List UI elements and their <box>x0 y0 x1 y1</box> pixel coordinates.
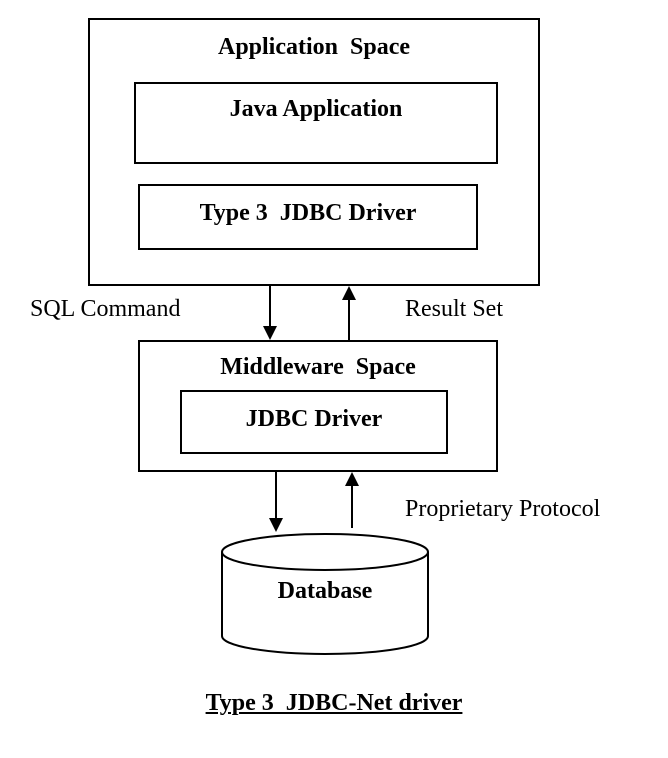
middleware-space-title: Middleware Space <box>220 354 416 380</box>
jdbc-driver-box: JDBC Driver <box>180 390 448 454</box>
result-set-label: Result Set <box>405 296 504 322</box>
proprietary-protocol-label: Proprietary Protocol <box>405 496 601 522</box>
database-to-middleware-arrow <box>345 472 359 528</box>
application-space-title: Application Space <box>217 34 411 60</box>
database-cylinder <box>221 533 429 655</box>
type3-jdbc-driver-label: Type 3 JDBC Driver <box>199 200 417 226</box>
database-label: Database <box>277 578 373 604</box>
sql-command-label: SQL Command <box>30 296 181 322</box>
application-space-box: Application Space Java Application Type … <box>88 18 540 286</box>
middleware-space-box: Middleware Space JDBC Driver <box>138 340 498 472</box>
result-set-arrow <box>342 286 356 340</box>
sql-command-arrow <box>263 286 277 340</box>
diagram-caption: Type 3 JDBC-Net driver <box>205 690 463 716</box>
jdbc-driver-label: JDBC Driver <box>245 406 383 432</box>
java-application-box: Java Application <box>134 82 498 164</box>
java-application-label: Java Application <box>229 96 403 122</box>
middleware-to-database-arrow <box>269 472 283 532</box>
type3-jdbc-driver-box: Type 3 JDBC Driver <box>138 184 478 250</box>
